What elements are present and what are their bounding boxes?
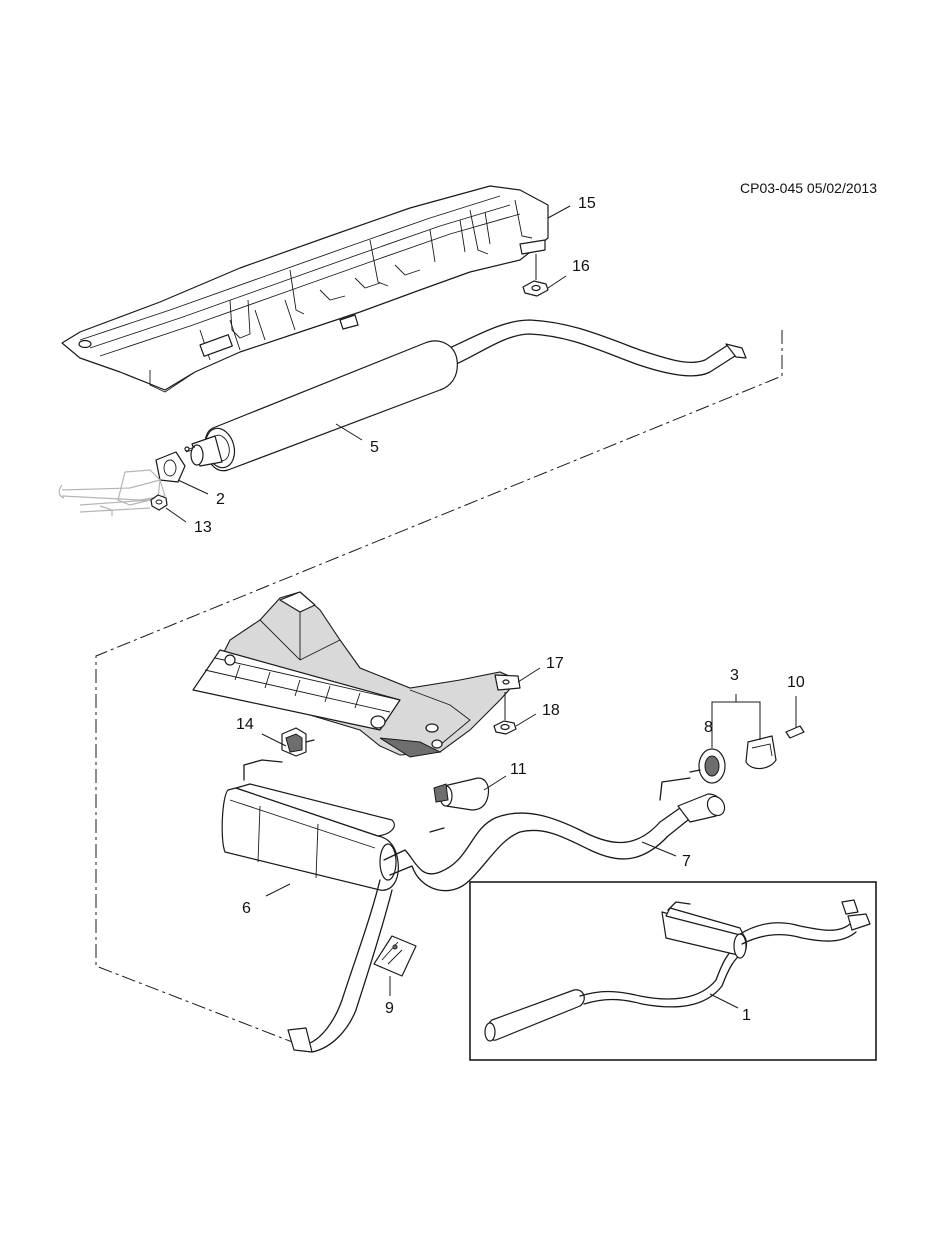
callout-7: 7: [682, 853, 691, 870]
callout-13: 13: [194, 519, 212, 536]
bracket-3: [711, 694, 777, 770]
leader-11: [483, 775, 507, 791]
front-pipe-ghost: [58, 469, 166, 516]
complete-system-inset: [469, 881, 877, 1061]
nut-16: [522, 254, 549, 297]
rubber-hanger-14: [281, 727, 315, 757]
assembly-boundary-line: [95, 330, 783, 1046]
callout-16: 16: [572, 258, 590, 275]
rear-crossmember-17: [192, 591, 521, 758]
gasket-2: [155, 446, 196, 483]
rubber-mount-8: [689, 748, 726, 784]
leader-2: [177, 479, 209, 495]
callout-11: 11: [510, 761, 527, 778]
bolt-10: [785, 696, 805, 739]
leader-18: [515, 713, 537, 727]
callout-6: 6: [242, 900, 251, 917]
nut-18: [493, 692, 517, 735]
drawing-code: CP03-045 05/02/2013: [740, 180, 877, 196]
leader-1: [709, 993, 739, 1009]
leader-7: [641, 841, 677, 857]
callout-14: 14: [236, 716, 254, 733]
callout-5: 5: [370, 439, 379, 456]
leader-15: [547, 205, 571, 219]
leader-16: [547, 275, 567, 289]
callout-18: 18: [542, 702, 560, 719]
callout-15: 15: [578, 195, 596, 212]
rear-silencer-6: [221, 783, 399, 891]
callout-2: 2: [216, 491, 225, 508]
leader-5: [335, 423, 363, 441]
callout-9: 9: [385, 1000, 394, 1017]
label-plate-9: [373, 935, 417, 977]
callout-17: 17: [546, 655, 564, 672]
nut-13: [150, 494, 187, 523]
intermediate-pipe-5: [190, 319, 747, 472]
leader-14: [261, 733, 287, 747]
leader-17: [517, 667, 541, 683]
callout-10: 10: [787, 674, 805, 691]
callout-3: 3: [730, 667, 739, 684]
callout-8: 8: [704, 719, 713, 736]
callout-1: 1: [742, 1007, 751, 1024]
leader-6: [265, 883, 291, 897]
rear-pipe-7: [243, 759, 726, 1053]
heat-shield-upper: [61, 185, 549, 393]
sensor-11: [433, 777, 490, 811]
